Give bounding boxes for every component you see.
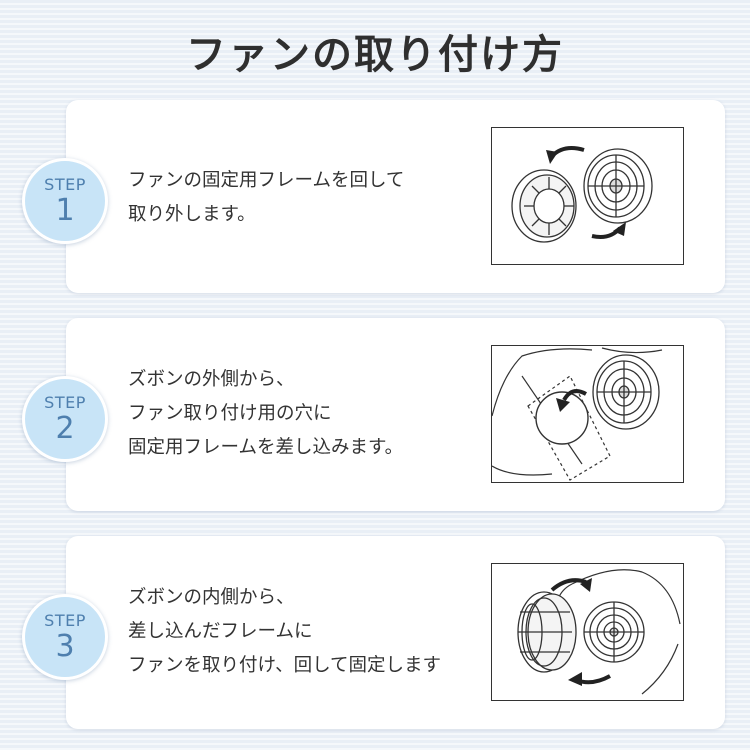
step-3-number: 3	[55, 629, 75, 664]
step-3-line-2: 差し込んだフレームに	[128, 621, 313, 642]
arrow-head-icon	[556, 398, 570, 412]
step-1-description: ファンの固定用フレームを回して 取り外します。	[128, 164, 488, 232]
step-1-line-2: 取り外します。	[128, 204, 256, 225]
rotate-arrow-icon	[562, 389, 587, 402]
step-card-1: ファンの固定用フレームを回して 取り外します。	[66, 100, 725, 293]
arrow-head-icon	[580, 578, 592, 592]
step-3-badge: STEP 3	[22, 594, 108, 680]
frame-icon	[592, 354, 660, 430]
step-3-label: STEP	[44, 611, 86, 630]
step-card-3: ズボンの内側から、 差し込んだフレームに ファンを取り付け、回して固定します	[66, 536, 725, 729]
step-1-badge: STEP 1	[22, 158, 108, 244]
step-1-number: 1	[55, 193, 75, 228]
arrow-head-icon	[546, 150, 558, 164]
fan-attach-illustration	[491, 563, 684, 701]
step-2-line-2: ファン取り付け用の穴に	[128, 403, 332, 424]
step-2-line-1: ズボンの外側から、	[128, 369, 295, 390]
fan-hole-icon	[535, 391, 589, 445]
step-2-badge: STEP 2	[22, 376, 108, 462]
step-1-line-1: ファンの固定用フレームを回して	[128, 170, 405, 191]
step-card-2: ズボンの外側から、 ファン取り付け用の穴に 固定用フレームを差し込みます。	[66, 318, 725, 511]
frame-icon	[511, 169, 577, 243]
step-2-description: ズボンの外側から、 ファン取り付け用の穴に 固定用フレームを差し込みます。	[128, 363, 488, 465]
page-title: ファンの取り付け方	[186, 32, 564, 78]
step-2-line-3: 固定用フレームを差し込みます。	[128, 437, 404, 458]
step-3-line-1: ズボンの内側から、	[128, 587, 295, 608]
frame-icon	[583, 601, 645, 663]
step-1-label: STEP	[44, 175, 86, 194]
step-2-label: STEP	[44, 393, 86, 412]
step-2-number: 2	[55, 411, 75, 446]
fan-icon	[583, 148, 653, 224]
fan-icon	[517, 591, 577, 673]
frame-insert-illustration	[491, 345, 684, 483]
step-3-description: ズボンの内側から、 差し込んだフレームに ファンを取り付け、回して固定します	[128, 581, 488, 683]
step-3-line-3: ファンを取り付け、回して固定します	[128, 655, 442, 676]
arrow-head-icon	[613, 222, 626, 236]
fan-frame-removal-illustration	[491, 127, 684, 265]
arrow-head-icon	[568, 672, 582, 686]
